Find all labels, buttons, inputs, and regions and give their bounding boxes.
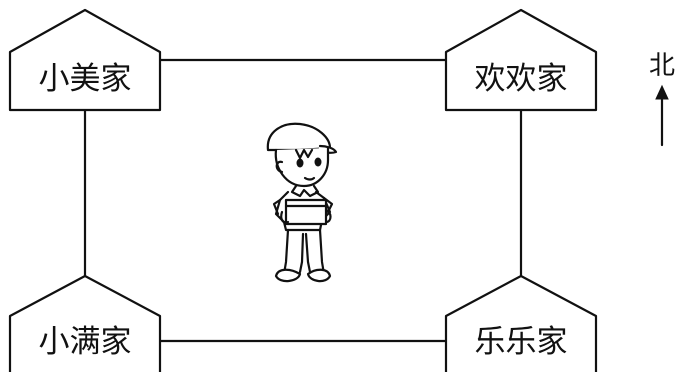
road-network — [83, 58, 523, 343]
house-bottom-right: 乐乐家 — [444, 274, 598, 372]
north-label: 北 — [649, 51, 675, 81]
compass: 北 — [649, 51, 675, 147]
house-top-right: 欢欢家 — [444, 8, 598, 112]
house-shape — [444, 8, 598, 112]
house-label-top-left: 小美家 — [39, 61, 132, 97]
house-label-top-right: 欢欢家 — [475, 61, 568, 97]
house-top-left: 小美家 — [8, 8, 162, 112]
house-shape — [8, 274, 162, 372]
house-shape — [8, 8, 162, 112]
delivery-boy-icon — [266, 122, 338, 283]
north-arrow-icon — [655, 84, 669, 147]
house-label-bottom-left: 小满家 — [39, 324, 132, 360]
house-label-bottom-right: 乐乐家 — [475, 324, 568, 360]
house-bottom-left: 小满家 — [8, 274, 162, 372]
house-shape — [444, 274, 598, 372]
